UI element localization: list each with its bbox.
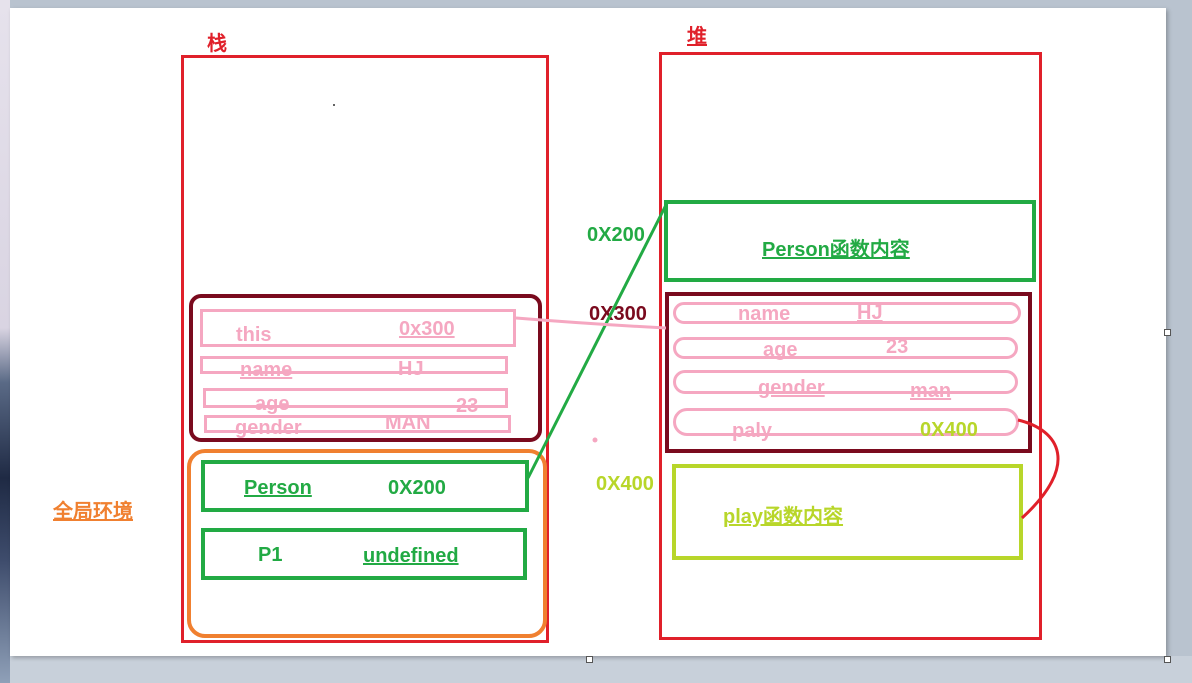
resize-handle-corner[interactable] <box>1164 656 1171 663</box>
stack-title: 栈 <box>207 33 227 55</box>
heap-age-value: 23 <box>886 336 909 358</box>
global-person-slot[interactable] <box>201 460 529 512</box>
stack-gender-key: gender <box>235 417 302 439</box>
stack-age-key: age <box>255 393 290 415</box>
global-p1-key: P1 <box>258 544 283 566</box>
global-environment-label: 全局环境 <box>53 501 133 523</box>
heap-gender-value: man <box>910 380 952 402</box>
resize-handle-bottom[interactable] <box>586 656 593 663</box>
global-person-value: 0X200 <box>388 477 446 499</box>
stack-gender-value: MAN <box>385 412 431 434</box>
stack-name-slot[interactable] <box>200 356 508 374</box>
background-strip <box>0 0 10 683</box>
heap-gender-key: gender <box>758 377 825 399</box>
heap-name-key: name <box>738 303 791 325</box>
workspace-background <box>10 656 1192 683</box>
stack-this-slot[interactable] <box>200 309 516 347</box>
person-function-content: Person函数内容 <box>762 239 910 261</box>
person-address-label: 0X200 <box>587 224 645 246</box>
heap-name-value: HJ <box>857 302 883 324</box>
global-p1-slot[interactable] <box>201 528 527 580</box>
play-function-content: play函数内容 <box>723 506 844 528</box>
stack-age-slot[interactable] <box>203 388 508 408</box>
global-p1-value: undefined <box>363 545 459 567</box>
stack-gender-slot[interactable] <box>204 415 511 433</box>
stack-name-value: HJ <box>398 358 424 380</box>
global-environment-frame[interactable] <box>187 449 547 638</box>
heap-play-key: paly <box>732 420 773 442</box>
heap-name-slot[interactable] <box>673 302 1021 324</box>
stack-this-value: 0x300 <box>399 318 455 340</box>
heap-age-key: age <box>763 339 798 361</box>
global-person-key: Person <box>244 477 312 499</box>
heap-title: 堆 <box>687 26 707 48</box>
heap-play-value: 0X400 <box>920 419 978 441</box>
heap-gender-slot[interactable] <box>673 370 1018 394</box>
resize-handle-right[interactable] <box>1164 329 1171 336</box>
object-address-label: 0X300 <box>589 303 647 325</box>
stack-age-value: 23 <box>456 395 479 417</box>
stack-name-key: name <box>240 359 293 381</box>
heap-age-slot[interactable] <box>673 337 1018 359</box>
stack-this-key: this <box>236 324 272 346</box>
heap-play-slot[interactable] <box>673 408 1019 436</box>
play-address-label: 0X400 <box>596 473 654 495</box>
